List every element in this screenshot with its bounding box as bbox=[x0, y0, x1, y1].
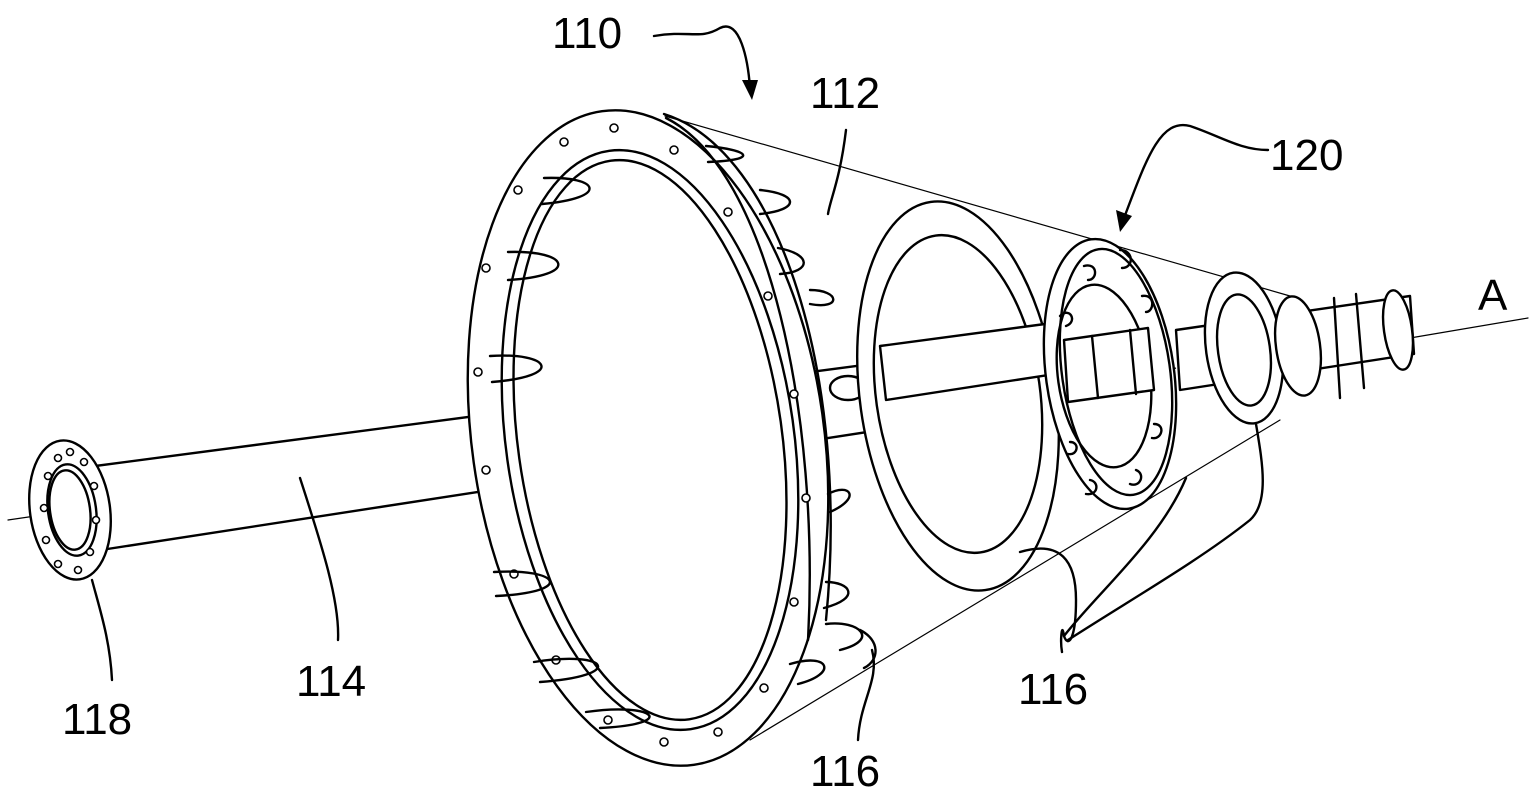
label-114: 114 bbox=[296, 657, 366, 706]
middle-ring bbox=[834, 188, 1083, 603]
label-116-left: 116 bbox=[810, 747, 880, 796]
label-axis-a: A bbox=[1478, 271, 1508, 320]
label-120: 120 bbox=[1270, 131, 1343, 180]
label-116-right: 116 bbox=[1018, 665, 1088, 714]
flange-118 bbox=[21, 435, 120, 585]
label-118: 118 bbox=[62, 695, 132, 744]
label-112: 112 bbox=[810, 69, 880, 118]
shaft-stub bbox=[1176, 267, 1417, 428]
label-110: 110 bbox=[552, 9, 622, 58]
